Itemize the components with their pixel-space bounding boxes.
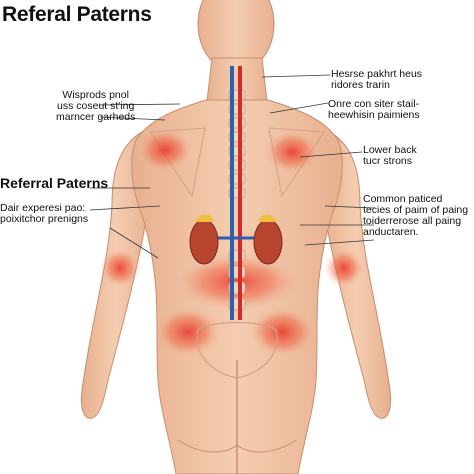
label-right-mid: Common paticed tecies of paim of paing t… xyxy=(363,193,469,239)
pain-zone-left-hip xyxy=(154,306,222,358)
pain-zone-left-shoulder xyxy=(137,128,193,172)
left-adrenal xyxy=(194,214,214,222)
gluteal-fold-left xyxy=(177,439,238,453)
pain-zone-right-elbow xyxy=(324,248,364,288)
label-lower-back: Lower back tucr strons xyxy=(363,144,417,168)
right-kidney xyxy=(253,219,283,265)
gluteal-fold-right xyxy=(236,439,297,453)
left-kidney xyxy=(189,219,219,265)
diagram-subtitle: Referral Paterns xyxy=(0,175,109,191)
right-adrenal xyxy=(258,214,278,222)
diagram-title: Referal Paterns xyxy=(2,3,152,26)
label-mid-right: Onre con siter stail- heewhisin paimiens xyxy=(328,98,420,122)
label-upper-right: Hesrse pakhrt heus ridores trarin xyxy=(331,68,423,92)
pain-zone-right-shoulder xyxy=(264,130,320,174)
leader-lines xyxy=(89,74,375,259)
pain-zone-left-elbow xyxy=(100,248,140,288)
pelvis xyxy=(196,321,278,379)
label-upper-left: Wisprods pnol uss coseut st'ing marncer … xyxy=(56,89,136,124)
label-left-mid: Dair experesi pao: poixitchor prenigns xyxy=(0,202,89,226)
pain-zone-right-hip xyxy=(248,306,316,358)
